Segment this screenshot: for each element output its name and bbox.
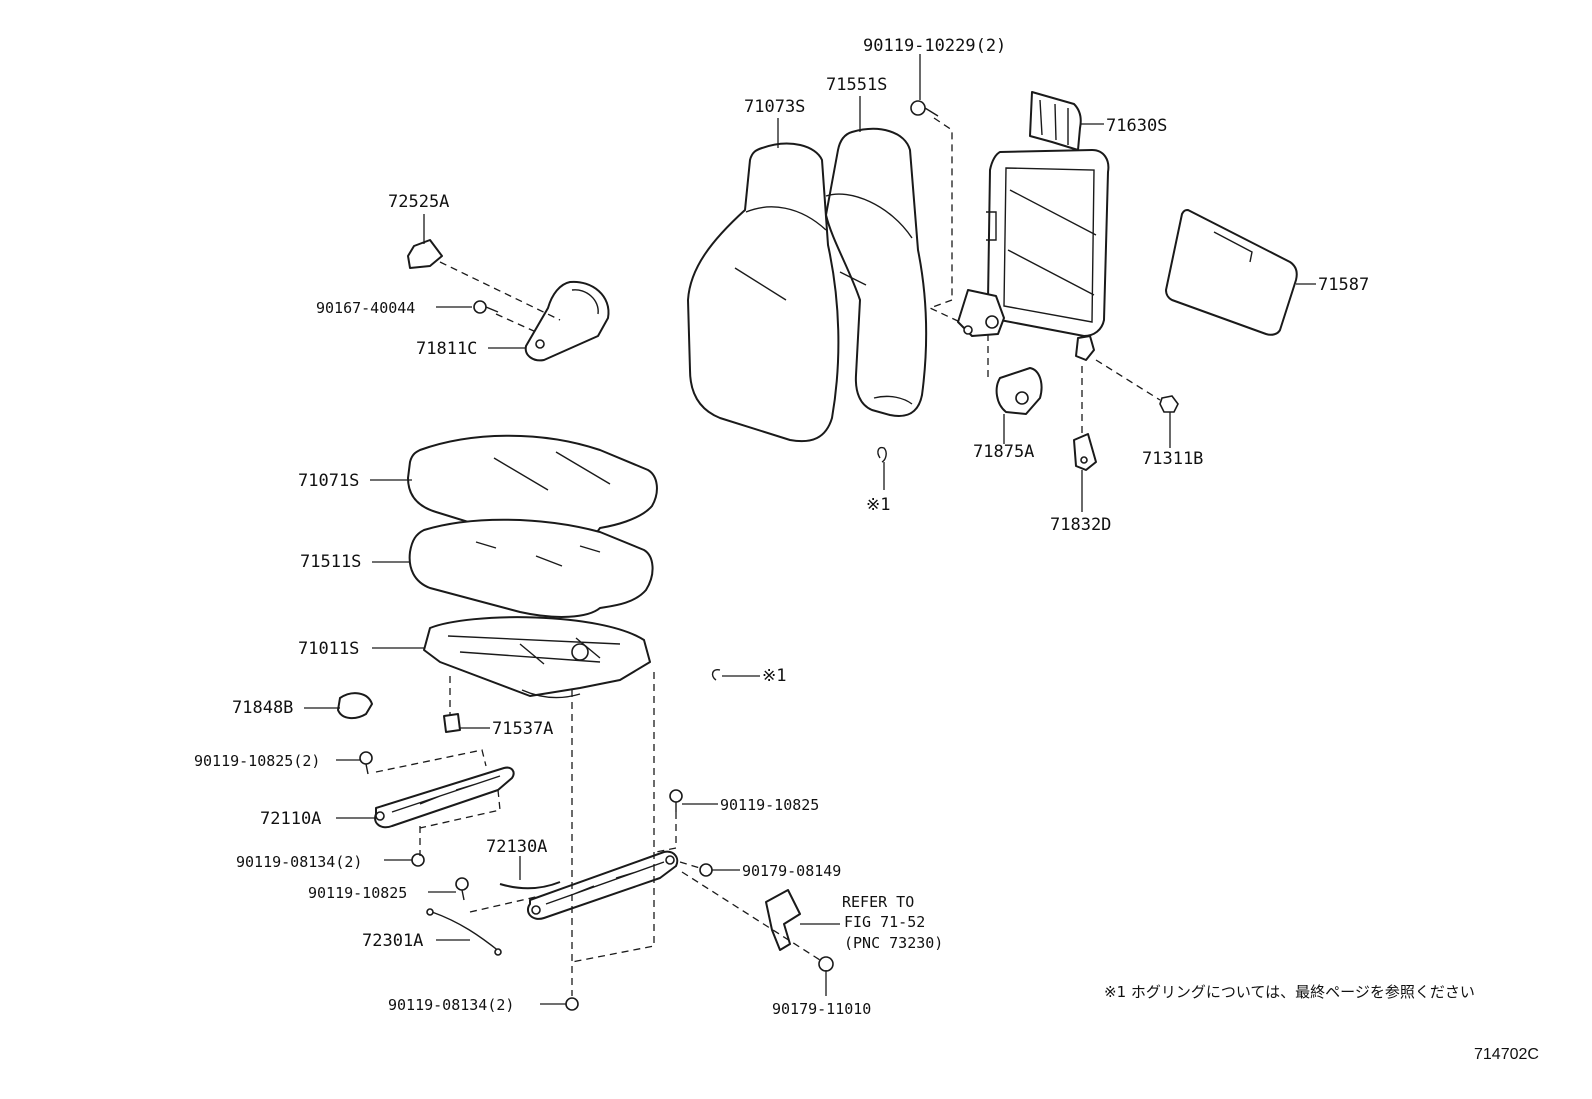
label-90179-11010: 90179-11010 xyxy=(772,1000,872,1018)
cover-71848b xyxy=(337,692,373,720)
label-72525a: 72525A xyxy=(388,192,450,212)
recliner-71875a xyxy=(995,367,1043,415)
clip-71832d xyxy=(1073,433,1097,471)
label-71073s: 71073S xyxy=(744,97,806,117)
footnote: ※1 ホグリングについては、最終ページを参照ください xyxy=(1104,983,1475,1001)
seatback-cover-71551s xyxy=(825,127,928,417)
back-board-71587 xyxy=(1165,209,1298,336)
refer-note-line1: REFER TO xyxy=(842,893,915,911)
nut-71311b xyxy=(1159,395,1179,413)
label-90119-08134-2-a: 90119-08134(2) xyxy=(236,853,363,871)
hog-ring-icons xyxy=(711,446,887,681)
cable-72301a xyxy=(426,908,502,956)
adjuster-72110a xyxy=(374,766,515,829)
clip-72525a xyxy=(407,239,443,269)
label-72301a: 72301A xyxy=(362,931,424,951)
label-90179-08149: 90179-08149 xyxy=(742,862,842,880)
assembly-lines xyxy=(375,117,1161,996)
cushion-cover-71511s xyxy=(408,518,654,618)
label-71511s: 71511S xyxy=(300,552,362,572)
label-72110a: 72110A xyxy=(260,809,322,829)
label-90119-10229: 90119-10229(2) xyxy=(863,36,1007,56)
label-71832d: 71832D xyxy=(1050,515,1112,535)
label-71587: 71587 xyxy=(1318,275,1370,295)
seatback-pad-71073s xyxy=(687,142,840,443)
label-90167-40044: 90167-40044 xyxy=(316,299,416,317)
label-71811c: 71811C xyxy=(416,339,478,359)
refer-note-line2: FIG 71-52 xyxy=(844,913,926,931)
cushion-frame-71011s xyxy=(423,616,651,699)
label-90119-08134-2-b: 90119-08134(2) xyxy=(388,996,515,1014)
label-71875a: 71875A xyxy=(973,442,1035,462)
label-71848b: 71848B xyxy=(232,698,294,718)
cushion-pad-71071s xyxy=(407,434,658,545)
refer-note-line3: (PNC 73230) xyxy=(844,934,944,952)
seatback-frame-71630s xyxy=(957,91,1110,361)
leader-lines xyxy=(304,54,1316,1005)
adjuster-72130a xyxy=(499,850,679,920)
bushing-71537a xyxy=(443,713,461,733)
label-71011s: 71011S xyxy=(298,639,360,659)
hog-ring-mark-2: ※1 xyxy=(762,666,787,686)
seat-belt-buckle xyxy=(765,889,801,951)
label-71537a: 71537A xyxy=(492,719,554,739)
hog-ring-mark-1: ※1 xyxy=(866,495,891,515)
label-71630s: 71630S xyxy=(1106,116,1168,136)
label-71311b: 71311B xyxy=(1142,449,1204,469)
recliner-cover-71811c xyxy=(524,280,610,362)
label-71551s: 71551S xyxy=(826,75,888,95)
label-90119-10825-2: 90119-10825(2) xyxy=(194,752,321,770)
screw-90167-40044 xyxy=(473,300,499,314)
figure-id: 714702C xyxy=(1474,1046,1539,1063)
label-90119-10825-b: 90119-10825 xyxy=(308,884,408,902)
label-71071s: 71071S xyxy=(298,471,360,491)
label-90119-10825-a: 90119-10825 xyxy=(720,796,820,814)
bolt-90119-10229 xyxy=(910,100,939,117)
label-72130a: 72130A xyxy=(486,837,548,857)
